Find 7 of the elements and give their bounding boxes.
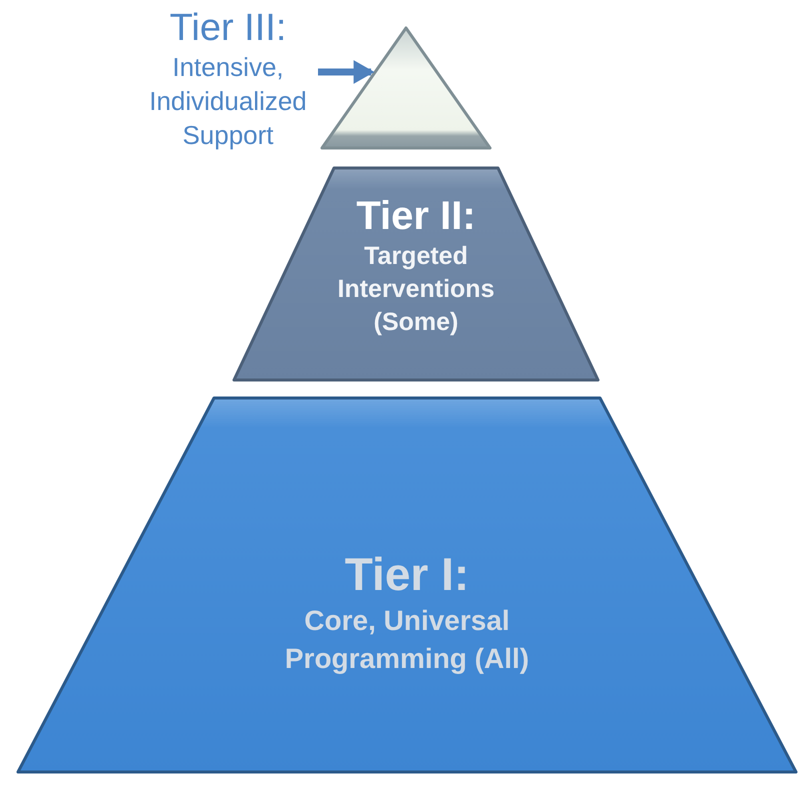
- tier-description: Targeted Interventions (Some): [336, 241, 496, 338]
- tier-heading: Tier II:: [356, 193, 476, 240]
- tier-description: Intensive, Individualized Support: [148, 51, 308, 152]
- tier-heading: Tier III:: [170, 6, 286, 50]
- arrow: [318, 60, 375, 84]
- tier-heading: Tier I:: [344, 547, 470, 602]
- tier-description: Core, Universal Programming (All): [284, 604, 530, 676]
